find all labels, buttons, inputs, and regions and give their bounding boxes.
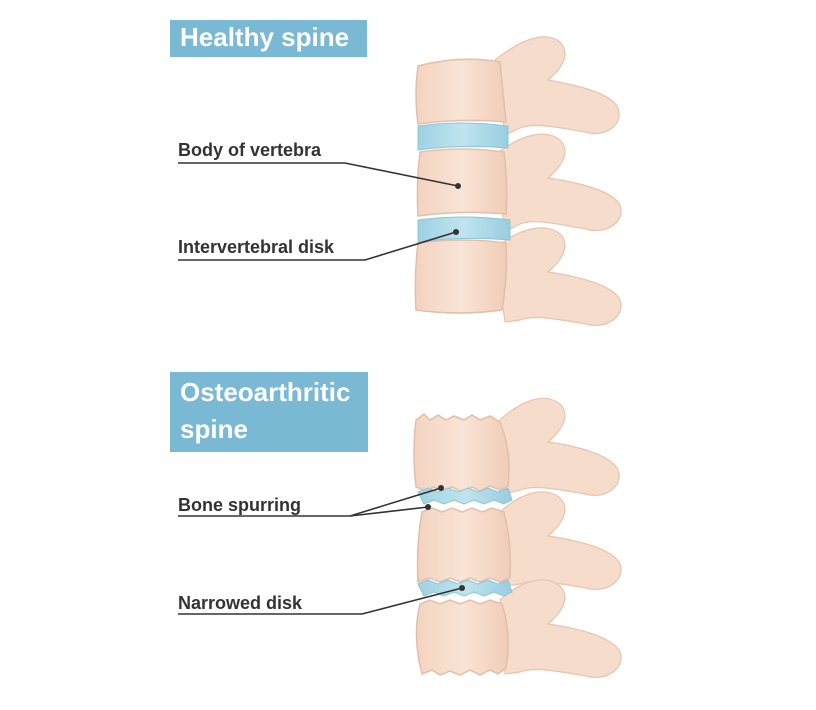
- healthy-spine: [414, 36, 622, 326]
- dot-intervertebral-disk: [453, 229, 459, 235]
- oa-vertebra-bodies: [413, 413, 512, 676]
- dot-narrowed-disk: [459, 585, 465, 591]
- leader-body-of-vertebra: [178, 162, 459, 187]
- leader-lines: [178, 162, 463, 615]
- dot-bone-spurring-1: [438, 485, 444, 491]
- leader-bone-spurring-2: [349, 506, 429, 517]
- dot-bone-spurring-2: [425, 504, 431, 510]
- healthy-processes: [494, 36, 622, 326]
- healthy-spine-title-text: Healthy spine: [180, 22, 350, 52]
- osteoarthritic-spine: [413, 397, 622, 678]
- label-intervertebral-disk: Intervertebral disk: [178, 237, 335, 257]
- osteoarthritic-title-line2: spine: [180, 414, 248, 444]
- osteoarthritic-spine-title: Osteoarthritic spine: [170, 372, 368, 452]
- label-narrowed-disk: Narrowed disk: [178, 593, 303, 613]
- leader-dots: [425, 183, 465, 591]
- healthy-vertebra-bodies: [414, 58, 508, 314]
- oa-narrowed-disks: [417, 487, 513, 597]
- osteoarthritic-title-line1: Osteoarthritic: [180, 377, 351, 407]
- leader-narrowed-disk: [178, 587, 463, 615]
- dot-body-of-vertebra: [455, 183, 461, 189]
- oa-processes: [499, 397, 622, 678]
- label-bone-spurring: Bone spurring: [178, 495, 302, 515]
- label-body-of-vertebra: Body of vertebra: [178, 140, 322, 160]
- leader-intervertebral-disk: [178, 231, 457, 261]
- healthy-disks: [417, 122, 511, 243]
- healthy-spine-title: Healthy spine: [170, 20, 367, 57]
